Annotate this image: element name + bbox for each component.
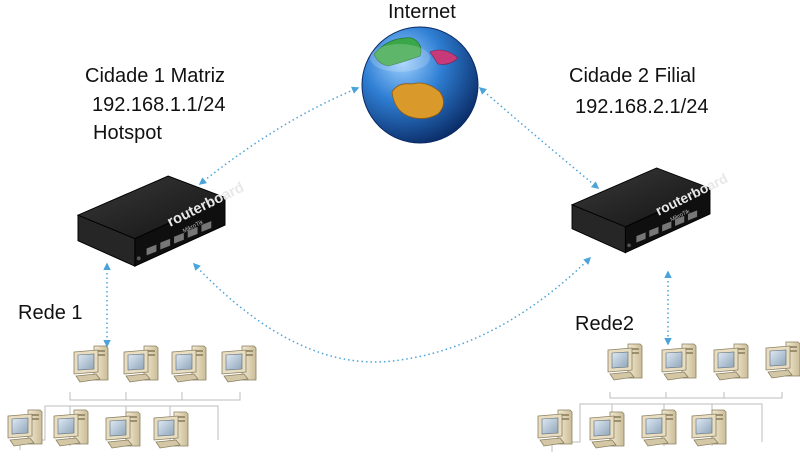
asia-landmass (373, 37, 422, 67)
site2-ip: 192.168.2.1/24 (575, 96, 709, 118)
computer-icon (221, 345, 257, 383)
computer-icon (171, 345, 207, 383)
computer-icon (589, 411, 625, 449)
computer-icon (7, 409, 43, 447)
computer-icon (153, 411, 189, 449)
link-lines (103, 86, 672, 363)
site1-service: Hotspot (93, 122, 162, 144)
computer-icon (765, 341, 800, 379)
lan-site1 (7, 345, 257, 450)
computer-icon (53, 409, 89, 447)
internet-globe-icon (361, 26, 479, 144)
computer-icon (691, 409, 727, 447)
router-site1: routerboard MikroTik (77, 175, 247, 267)
islands-landmass (429, 49, 459, 65)
site2-title: Cidade 2 Filial (569, 65, 696, 87)
computer-icon (607, 343, 643, 381)
computer-icon (641, 409, 677, 447)
computer-icon (537, 409, 573, 447)
lan-site2 (537, 341, 800, 452)
computer-icon (713, 343, 749, 381)
site1-title: Cidade 1 Matriz (85, 65, 226, 87)
computer-icon (105, 411, 141, 449)
internet-label: Internet (388, 1, 456, 23)
computer-icon (123, 345, 159, 383)
site2-network-label: Rede2 (575, 313, 634, 335)
site1-network-label: Rede 1 (18, 302, 83, 324)
link-site1-internet (198, 86, 360, 185)
australia-landmass (391, 82, 444, 119)
site1-ip: 192.168.1.1/24 (92, 94, 226, 116)
router-site2: routerboard MikroTik (571, 167, 730, 254)
computer-icon (73, 345, 109, 383)
link-site1-site2 (192, 256, 592, 363)
computer-icon (661, 343, 697, 381)
